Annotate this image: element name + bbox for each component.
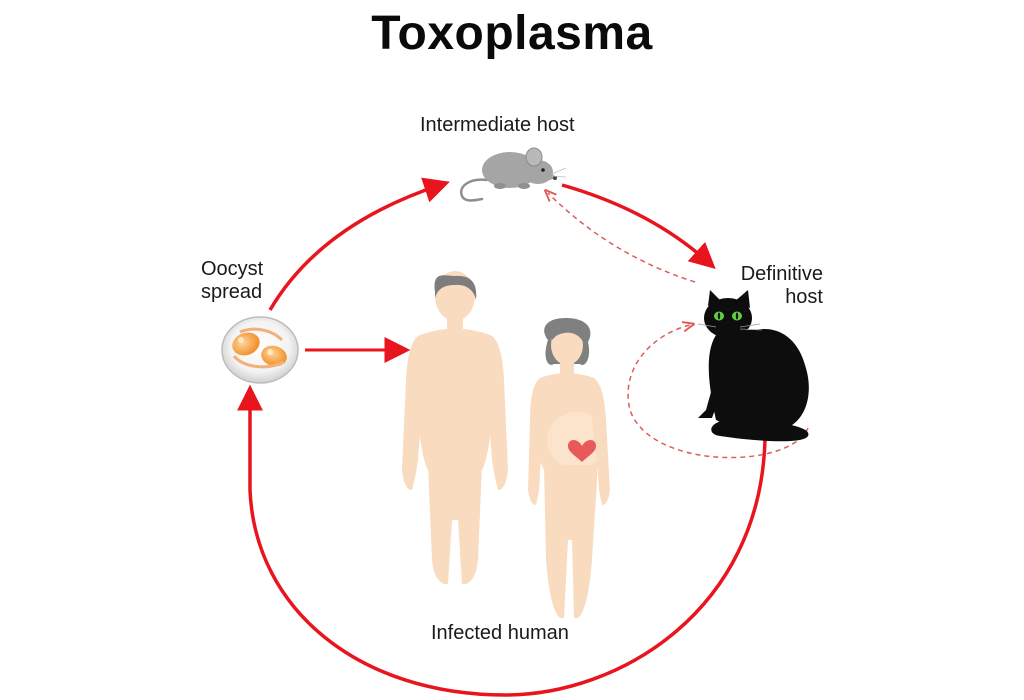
oocyst-icon	[221, 316, 299, 384]
mouse-icon	[459, 147, 567, 202]
man-figure	[402, 271, 508, 584]
cat-icon	[697, 290, 809, 442]
label-infected-human: Infected human	[431, 622, 569, 644]
arrow-cat-to-oocyst	[237, 384, 767, 697]
dashed-arrow-cat-to-mouse	[548, 193, 696, 283]
arrow-oocyst-to-mouse	[268, 177, 450, 311]
dashed-arrow-cat-loop	[627, 325, 809, 459]
label-intermediate-host: Intermediate host	[420, 114, 575, 136]
arrow-mouse-to-cat	[561, 183, 716, 269]
heart-icon	[568, 440, 596, 462]
pregnant-woman-figure	[528, 318, 610, 618]
diagram-title: Toxoplasma	[371, 7, 653, 60]
label-oocyst-spread: Oocyst spread	[201, 258, 264, 303]
label-definitive-host: Definitive host	[740, 263, 823, 308]
